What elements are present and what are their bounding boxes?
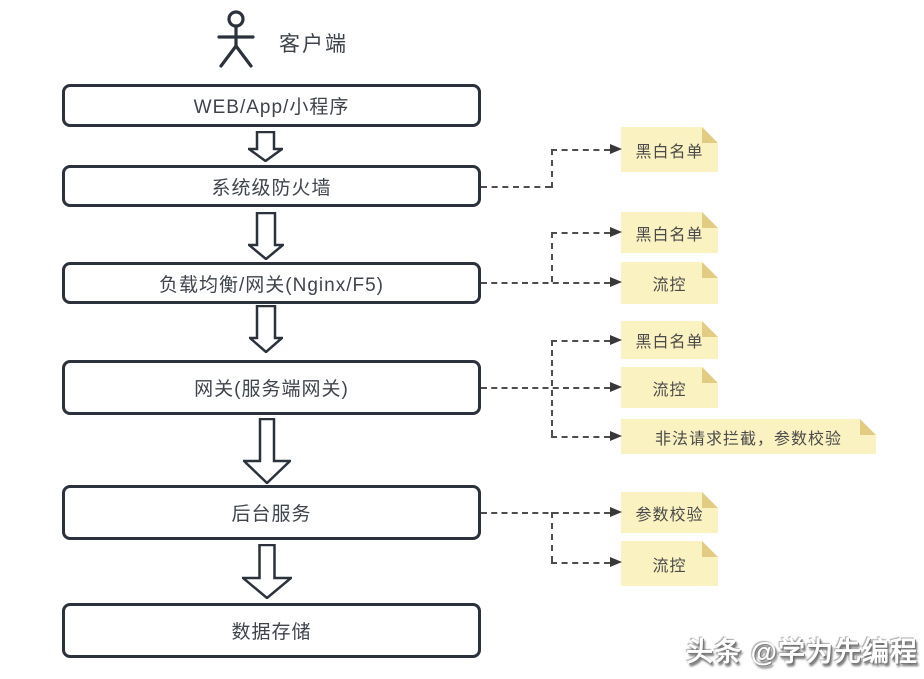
folded-corner-icon [702, 262, 718, 278]
dashed-connector-segment [551, 436, 610, 438]
connector-arrowhead-icon [610, 382, 622, 392]
down-arrow-icon [249, 305, 283, 353]
connector-arrowhead-icon [610, 144, 622, 154]
connector-arrowhead-icon [610, 277, 622, 287]
note-blacklist-load-balancer: 黑白名单 [621, 212, 718, 253]
connector-arrowhead-icon [610, 335, 622, 345]
dashed-connector-segment [481, 512, 610, 514]
folded-corner-icon [702, 212, 718, 228]
dashed-connector-segment [551, 149, 610, 151]
flow-box-label: 网关(服务端网关) [194, 379, 349, 400]
flow-box-data-storage: 数据存储 [62, 603, 481, 658]
note-label: 流控 [652, 381, 687, 399]
flow-box-gateway: 网关(服务端网关) [62, 360, 481, 415]
note-flow-control-gateway: 流控 [621, 367, 718, 408]
folded-corner-icon [702, 367, 718, 383]
dashed-connector-segment [551, 232, 553, 282]
note-label: 黑白名单 [635, 334, 704, 351]
watermark: 头条 @学为先编程 [686, 637, 918, 667]
down-arrow-icon [248, 131, 283, 162]
dashed-connector-segment [551, 512, 553, 562]
folded-corner-icon [702, 541, 718, 557]
note-request-intercept-validation: 非法请求拦截，参数校验 [621, 419, 876, 454]
down-arrow-icon [243, 418, 291, 484]
connector-arrowhead-icon [610, 557, 622, 567]
dashed-connector-segment [551, 562, 610, 564]
flow-box-backend-service: 后台服务 [62, 485, 481, 540]
note-blacklist-gateway: 黑白名单 [621, 321, 718, 359]
down-arrow-icon [242, 544, 292, 599]
note-label: 黑白名单 [635, 143, 704, 161]
flow-box-firewall: 系统级防火墙 [62, 165, 481, 207]
client-label: 客户端 [279, 33, 348, 56]
flow-box-label: WEB/App/小程序 [193, 97, 350, 118]
down-arrow-icon [248, 212, 284, 260]
flow-box-load-balancer: 负载均衡/网关(Nginx/F5) [62, 262, 481, 304]
dashed-connector-segment [481, 282, 610, 284]
note-label: 参数校验 [635, 506, 704, 524]
flow-box-label: 数据存储 [231, 622, 312, 643]
note-label: 流控 [652, 277, 687, 294]
folded-corner-icon [702, 321, 718, 337]
dashed-connector-segment [481, 387, 610, 389]
dashed-connector-segment [551, 232, 610, 234]
note-label: 流控 [652, 557, 687, 575]
note-flow-control-load-balancer: 流控 [621, 262, 718, 304]
folded-corner-icon [702, 492, 718, 508]
dashed-connector-segment [551, 149, 553, 188]
flow-box-web-app: WEB/App/小程序 [62, 84, 481, 127]
connector-arrowhead-icon [610, 227, 622, 237]
client-actor-icon [216, 10, 256, 68]
folded-corner-icon [702, 127, 718, 143]
flow-box-label: 后台服务 [231, 504, 312, 525]
dashed-connector-segment [551, 340, 553, 436]
flow-box-label: 负载均衡/网关(Nginx/F5) [159, 274, 384, 296]
note-param-validation-backend: 参数校验 [621, 492, 718, 533]
dashed-connector-segment [551, 340, 610, 342]
note-label: 非法请求拦截，参数校验 [654, 430, 842, 448]
dashed-connector-segment [481, 186, 551, 188]
flow-box-label: 系统级防火墙 [211, 177, 332, 199]
note-label: 黑白名单 [635, 226, 704, 244]
connector-arrowhead-icon [610, 431, 622, 441]
note-flow-control-backend: 流控 [621, 541, 718, 586]
connector-arrowhead-icon [610, 507, 622, 517]
note-blacklist-firewall: 黑白名单 [621, 127, 718, 172]
folded-corner-icon [860, 419, 876, 435]
